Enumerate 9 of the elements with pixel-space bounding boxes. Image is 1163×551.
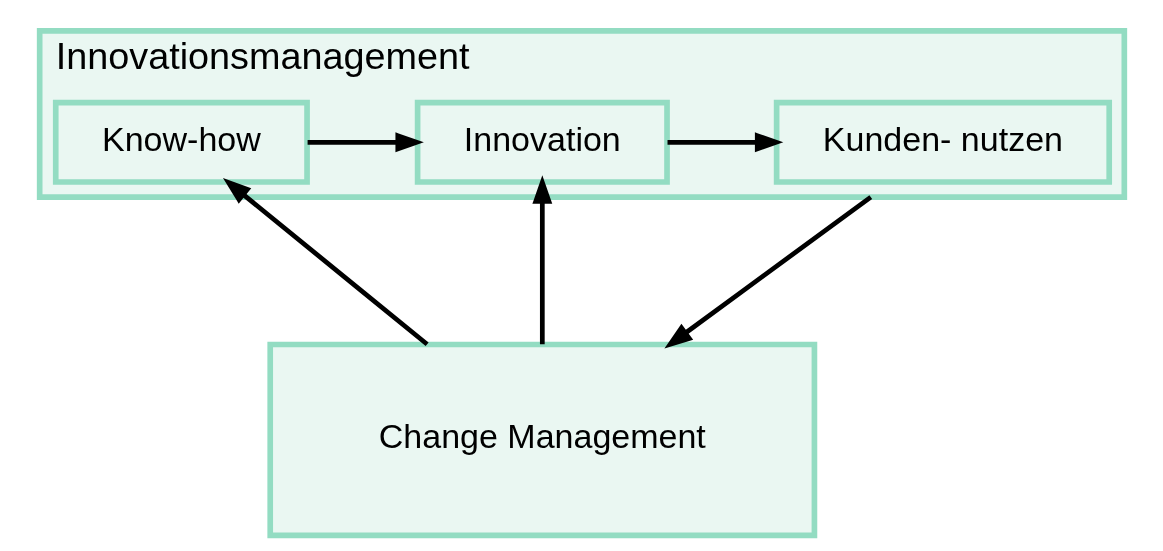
node-box: Kunden- nutzen [773, 99, 1112, 185]
node-box: Change Management [266, 341, 817, 539]
arrow [222, 178, 429, 347]
arrow [307, 132, 424, 153]
node-box: Know-how [52, 99, 310, 185]
node-box: Innovation [414, 99, 670, 185]
arrow [531, 175, 552, 345]
arrow [663, 195, 872, 349]
arrow [667, 132, 783, 153]
